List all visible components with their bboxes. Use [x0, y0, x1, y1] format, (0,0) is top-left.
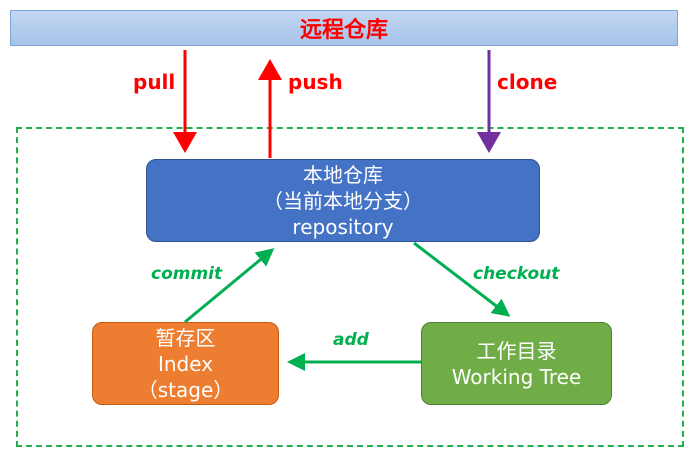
index-title: 暂存区 [155, 325, 216, 350]
commit-arrow [184, 248, 275, 324]
worktree-title: 工作目录 [476, 338, 557, 363]
repository-subtitle: （当前本地分支） [263, 188, 423, 213]
repository-english: repository [292, 214, 394, 239]
add-label: add [333, 330, 369, 350]
commit-label: commit [151, 264, 223, 284]
repository-title: 本地仓库 [303, 162, 383, 187]
index-stage: （stage） [137, 377, 234, 402]
checkout-label: checkout [473, 264, 560, 284]
worktree-english: Working Tree [451, 364, 582, 389]
pull-label: pull [133, 70, 176, 94]
index-english: Index [157, 351, 214, 376]
local-repository-box: 本地仓库 （当前本地分支） repository [146, 159, 540, 242]
index-stage-box: 暂存区 Index （stage） [92, 322, 279, 405]
local-zone-dashed-border [16, 127, 684, 447]
remote-repository-bar: 远程仓库 [10, 10, 678, 46]
working-tree-box: 工作目录 Working Tree [421, 322, 612, 405]
checkout-arrow [413, 241, 511, 317]
remote-repository-title: 远程仓库 [299, 18, 388, 43]
clone-label: clone [497, 70, 558, 94]
push-label: push [288, 70, 343, 94]
